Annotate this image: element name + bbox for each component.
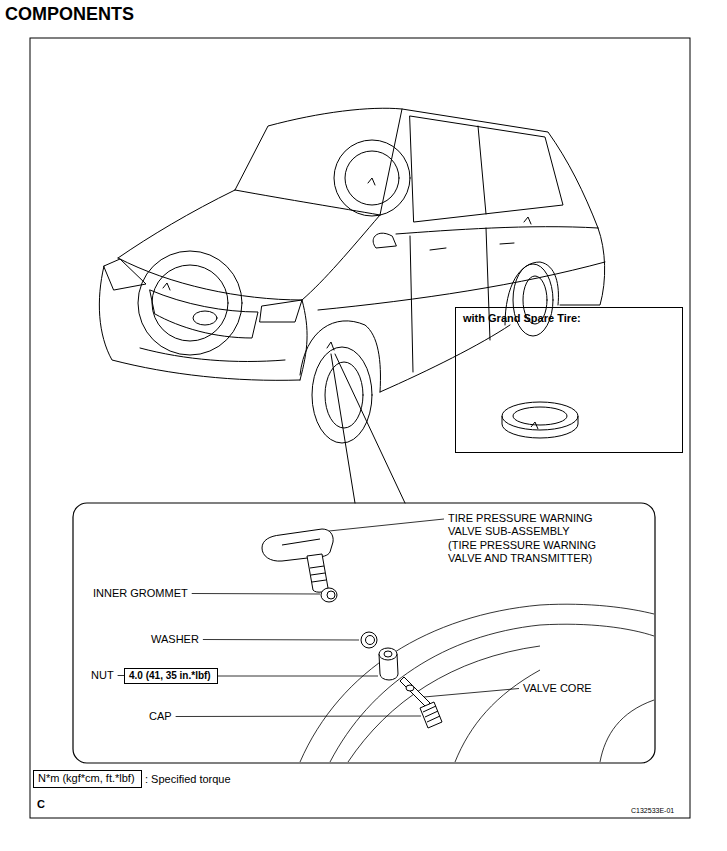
car-pillar (380, 109, 402, 215)
car-wheel-well (300, 321, 380, 392)
wheel-rim (300, 604, 654, 762)
valve-parts (262, 529, 442, 728)
car-roof (235, 108, 598, 228)
car-beltline (396, 227, 598, 234)
car-grille (150, 290, 258, 338)
spare-tire (502, 416, 578, 438)
spare-tire-rim (513, 407, 567, 425)
inset-panel: with Grand Spare Tire: (455, 307, 683, 453)
car-door-handle (430, 248, 446, 250)
wheel-rim (348, 646, 540, 762)
grommet-part (321, 588, 337, 602)
valve-mark (368, 178, 375, 185)
part-name: CAP (148, 710, 173, 723)
panel-heading: with Grand Spare Tire: (463, 312, 581, 325)
leader-line (203, 639, 359, 641)
car-emblem (193, 311, 217, 325)
car-door-line (410, 236, 413, 372)
detail-frame (73, 503, 655, 763)
leader-line (176, 716, 421, 718)
car-cowl (235, 190, 380, 215)
car-bumper (99, 266, 300, 380)
wheel-rim (330, 624, 654, 762)
car-door-handle (500, 243, 514, 244)
car-hood-edge (118, 258, 302, 300)
leader-line (424, 689, 519, 698)
cap-rib (423, 706, 440, 722)
box-text: N*m (kgf*cm, ft.*lbf) (38, 772, 135, 785)
torque-box: 4.0 (41, 35 in.*lbf) (124, 668, 218, 684)
part-name: VALVE CORE (522, 682, 593, 695)
grommet-part (327, 591, 335, 599)
car-intake (140, 348, 285, 362)
leader-line (329, 519, 444, 531)
car-rear (560, 228, 605, 305)
valve-mark (163, 283, 170, 290)
transmitter-body (282, 539, 320, 545)
car-wheel (513, 264, 553, 336)
car-mirror (373, 233, 396, 248)
car-hood-edge (302, 215, 380, 300)
part-name: (TIRE PRESSURE WARNING VALVE AND TRANSMI… (447, 539, 629, 565)
valve-mark (524, 217, 531, 224)
leader-line (192, 593, 320, 595)
page-frame (30, 38, 690, 818)
car-side-window (410, 116, 563, 222)
torque-legend-box: N*m (kgf*cm, ft.*lbf) (33, 770, 142, 788)
page-code: C (36, 798, 46, 811)
figure-id: C132533E-01 (630, 806, 675, 815)
page-title: COMPONENTS (5, 3, 134, 25)
car-headlight (260, 300, 302, 322)
detail-pointer (335, 354, 405, 503)
valve-mark (531, 422, 538, 429)
car-drawing (99, 108, 605, 503)
washer-part (366, 636, 375, 645)
detail-pointer (331, 354, 355, 503)
part-name: WASHER (150, 633, 200, 646)
washer-part (361, 632, 377, 648)
car-headlight (104, 259, 146, 290)
part-name: TIRE PRESSURE WARNING VALVE SUB-ASSEMBLY (447, 512, 629, 538)
car-pillar (478, 126, 486, 214)
legend-note: : Specified torque (144, 773, 232, 786)
car-wheel-rim (325, 362, 363, 428)
car-hood-edge (118, 190, 235, 258)
nut-part (384, 651, 392, 657)
nut-part (379, 648, 397, 660)
valve-core-part (406, 685, 414, 691)
cap-part (420, 702, 442, 728)
valve-stem (307, 554, 328, 592)
tire-position-circle (345, 151, 399, 205)
car-wheel (312, 347, 372, 443)
car-body-line (318, 262, 605, 310)
part-name: NUT (90, 669, 115, 682)
part-name: INNER GROMMET (92, 587, 189, 600)
spare-tire-drawing (502, 402, 578, 438)
valve-thread (310, 566, 326, 582)
valve-mark (327, 342, 334, 350)
box-text: 4.0 (41, 35 in.*lbf) (129, 670, 211, 682)
tire-position-circle (334, 140, 410, 216)
valve-core-part (400, 677, 430, 707)
car-sill (380, 325, 510, 392)
spare-tire (502, 402, 578, 430)
leader-line (218, 676, 378, 677)
wheel-spoke (600, 700, 654, 762)
wheel-rim-drawing (300, 604, 654, 762)
